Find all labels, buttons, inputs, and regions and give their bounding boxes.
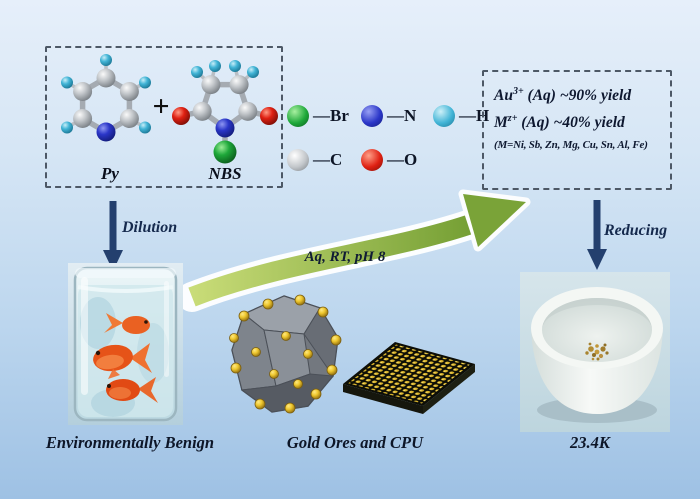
dilution-label: Dilution [122,219,178,236]
reaction-conditions-label: Aq, RT, pH 8 [304,249,386,265]
au-rest: (Aq) ~90% yield [523,87,632,104]
nbs-br-atom [213,140,237,164]
m-base: M [494,114,508,132]
legend-label-br: —Br [313,106,349,125]
au-sup: 3+ [512,85,524,97]
nbs-ring-atoms [192,75,258,138]
reducing-label: Reducing [604,222,668,239]
h-atom-icon [433,105,455,127]
pyridine-molecule [61,54,151,142]
products-box: Au3+ (Aq) ~90% yield Mz+ (Aq) ~40% yield… [482,70,672,190]
product-line-au: Au3+ (Aq) ~90% yield [494,82,666,109]
pyridine-h-atoms [61,54,151,134]
n-atom-icon [361,105,383,127]
gold-grains [585,342,609,361]
nbs-molecule [172,60,278,164]
goldfish-group [93,313,158,403]
legend-item-n: —N [361,105,416,127]
crucible-photo [520,272,670,432]
caption-purity: 23.4K [570,433,610,452]
nbs-o-atoms [172,107,278,125]
cpu-pin-grid [343,342,475,406]
gold-ore-illustration [229,294,342,414]
cpu-illustration [343,342,475,414]
py-label: Py [101,164,119,183]
nbs-label: NBS [208,164,242,183]
plus-sign: + [152,90,170,123]
legend-item-o: —O [361,149,417,171]
goldfish-photo [68,263,183,425]
caption-gold-ores-cpu: Gold Ores and CPU [286,433,424,452]
nbs-h-atoms [191,60,259,78]
legend-label-o: —O [387,150,418,169]
m-sup: z+ [507,112,518,124]
pyridine-ring-atoms [73,68,139,142]
au-base: Au [494,87,513,104]
legend-label-n: —N [387,106,417,125]
gold-nuggets [229,294,342,414]
o-atom-icon [361,149,383,171]
product-line-metals: (M=Ni, Sb, Zn, Mg, Cu, Sn, Al, Fe) [494,139,648,152]
legend-label-h: —H [459,106,490,125]
legend-item-c: —C [287,149,342,171]
product-line-m: Mz+ (Aq) ~40% yield [494,109,666,136]
legend-item-h: —H [433,105,489,127]
caption-environmentally-benign: Environmentally Benign [45,433,215,452]
reducing-arrow-icon [587,200,607,270]
br-atom-icon [287,105,309,127]
reactants-box: + [45,46,283,188]
dilution-arrow-icon [103,201,123,271]
legend-label-c: —C [313,150,343,169]
m-rest: (Aq) ~40% yield [517,114,625,132]
c-atom-icon [287,149,309,171]
legend-item-br: —Br [287,105,349,127]
